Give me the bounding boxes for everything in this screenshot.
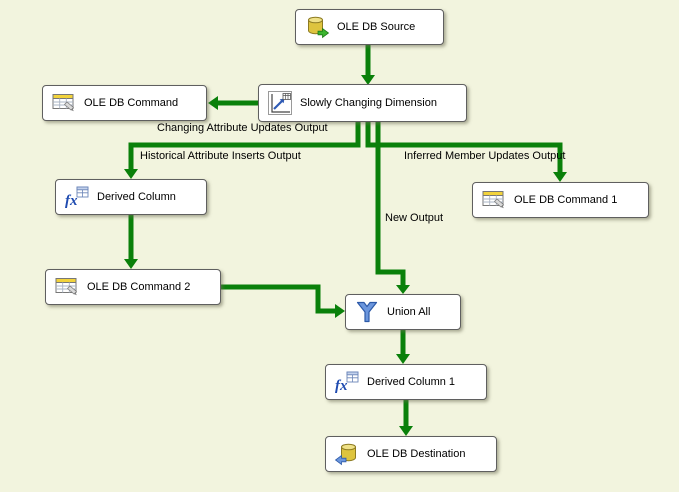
node-union-all[interactable]: Union All [345,294,461,330]
table-command-icon [481,187,507,213]
database-cylinder-green-arrow-icon [304,14,330,40]
edge-source-to-scd[interactable] [361,45,375,85]
edge-union-all-to-derived-column-1[interactable] [396,330,410,364]
edge-label-new-output: New Output [385,212,444,224]
node-derived-column-1[interactable]: fx Derived Column 1 [325,364,487,400]
node-derived-column[interactable]: fx Derived Column [55,179,207,215]
merge-funnel-icon [354,299,380,325]
node-ole-db-source[interactable]: OLE DB Source [295,9,444,45]
node-ole-db-command-1[interactable]: OLE DB Command 1 [472,182,649,218]
node-label: OLE DB Destination [367,448,466,460]
edge-label-inferred-member-updates-output: Inferred Member Updates Output [404,150,566,162]
svg-text:fx: fx [65,193,78,209]
node-label: Union All [387,306,431,318]
node-label: OLE DB Command 2 [87,281,191,293]
edge-ole-db-command-2-to-union-all[interactable] [221,284,345,318]
table-command-icon [51,90,77,116]
edge-derived-column-to-ole-db-command-2[interactable] [124,215,138,269]
fx-formula-icon: fx [334,369,360,395]
database-cylinder-blue-arrow-icon [334,441,360,467]
edge-scd-to-derived-column[interactable] [124,122,361,179]
edge-label-changing-attribute-updates-output: Changing Attribute Updates Output [157,122,328,134]
node-label: Slowly Changing Dimension [300,97,437,109]
node-ole-db-command[interactable]: OLE DB Command [42,85,207,121]
chart-arrows-icon [267,90,293,116]
node-label: OLE DB Command 1 [514,194,618,206]
node-slowly-changing-dimension[interactable]: Slowly Changing Dimension [258,84,467,122]
edge-label-historical-attribute-inserts-output: Historical Attribute Inserts Output [140,150,301,162]
node-ole-db-command-2[interactable]: OLE DB Command 2 [45,269,221,305]
node-ole-db-destination[interactable]: OLE DB Destination [325,436,497,472]
svg-text:fx: fx [335,378,348,394]
edge-scd-to-ole-db-command[interactable] [208,96,258,110]
node-label: OLE DB Source [337,21,416,33]
node-label: Derived Column 1 [367,376,456,388]
edge-scd-to-ole-db-command-1[interactable] [365,122,567,182]
node-label: Derived Column [97,191,176,203]
table-command-icon [54,274,80,300]
node-label: OLE DB Command [84,97,179,109]
fx-formula-icon: fx [64,184,90,210]
edge-scd-to-union-all[interactable] [375,122,410,294]
edge-derived-column-1-to-ole-db-destination[interactable] [399,400,413,436]
